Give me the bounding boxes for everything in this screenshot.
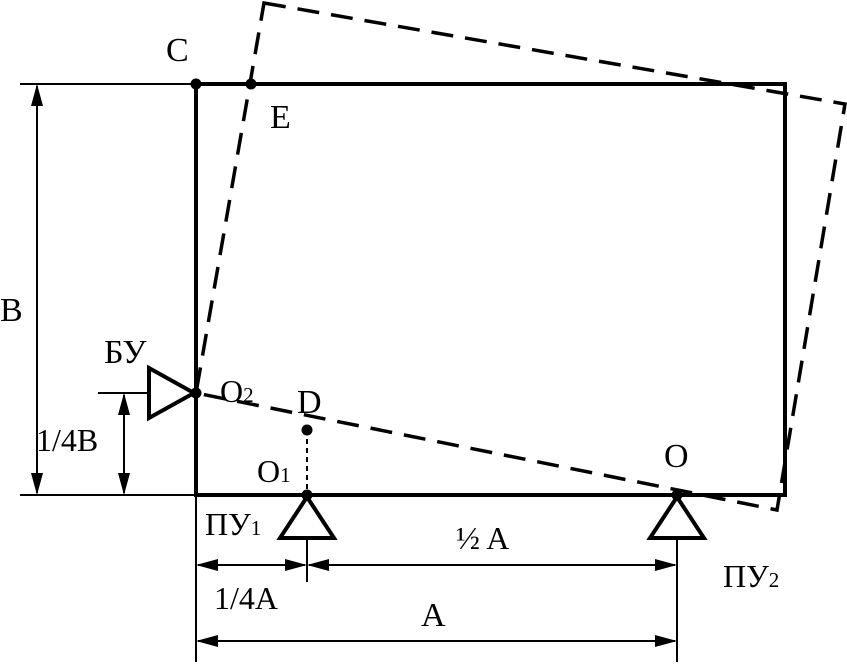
label-o2: O2 (220, 373, 254, 409)
point-o1 (301, 489, 313, 501)
lateral-support-bu (147, 364, 199, 422)
original-rectangle (194, 82, 787, 497)
label-d: D (297, 384, 322, 421)
label-e: E (270, 99, 291, 136)
label-bu: БУ (104, 334, 147, 371)
point-d (301, 424, 313, 436)
label-a: A (421, 597, 446, 634)
label-half-a: ½ A (456, 520, 509, 556)
label-quarter-b: 1/4B (36, 422, 98, 458)
label-o1: O1 (257, 453, 291, 489)
label-o: O (664, 438, 689, 475)
support-pu2 (646, 493, 708, 540)
point-o (671, 489, 683, 501)
label-pu1: ПУ1 (205, 506, 261, 542)
point-c (190, 78, 202, 90)
label-c: C (166, 32, 189, 69)
label-b: B (0, 292, 23, 329)
point-e (245, 78, 257, 90)
label-pu2: ПУ2 (723, 558, 779, 594)
rotated-rectangle (193, 0, 847, 513)
point-o2 (190, 387, 202, 399)
support-pu1 (276, 493, 338, 540)
label-quarter-a: 1/4A (214, 580, 278, 616)
